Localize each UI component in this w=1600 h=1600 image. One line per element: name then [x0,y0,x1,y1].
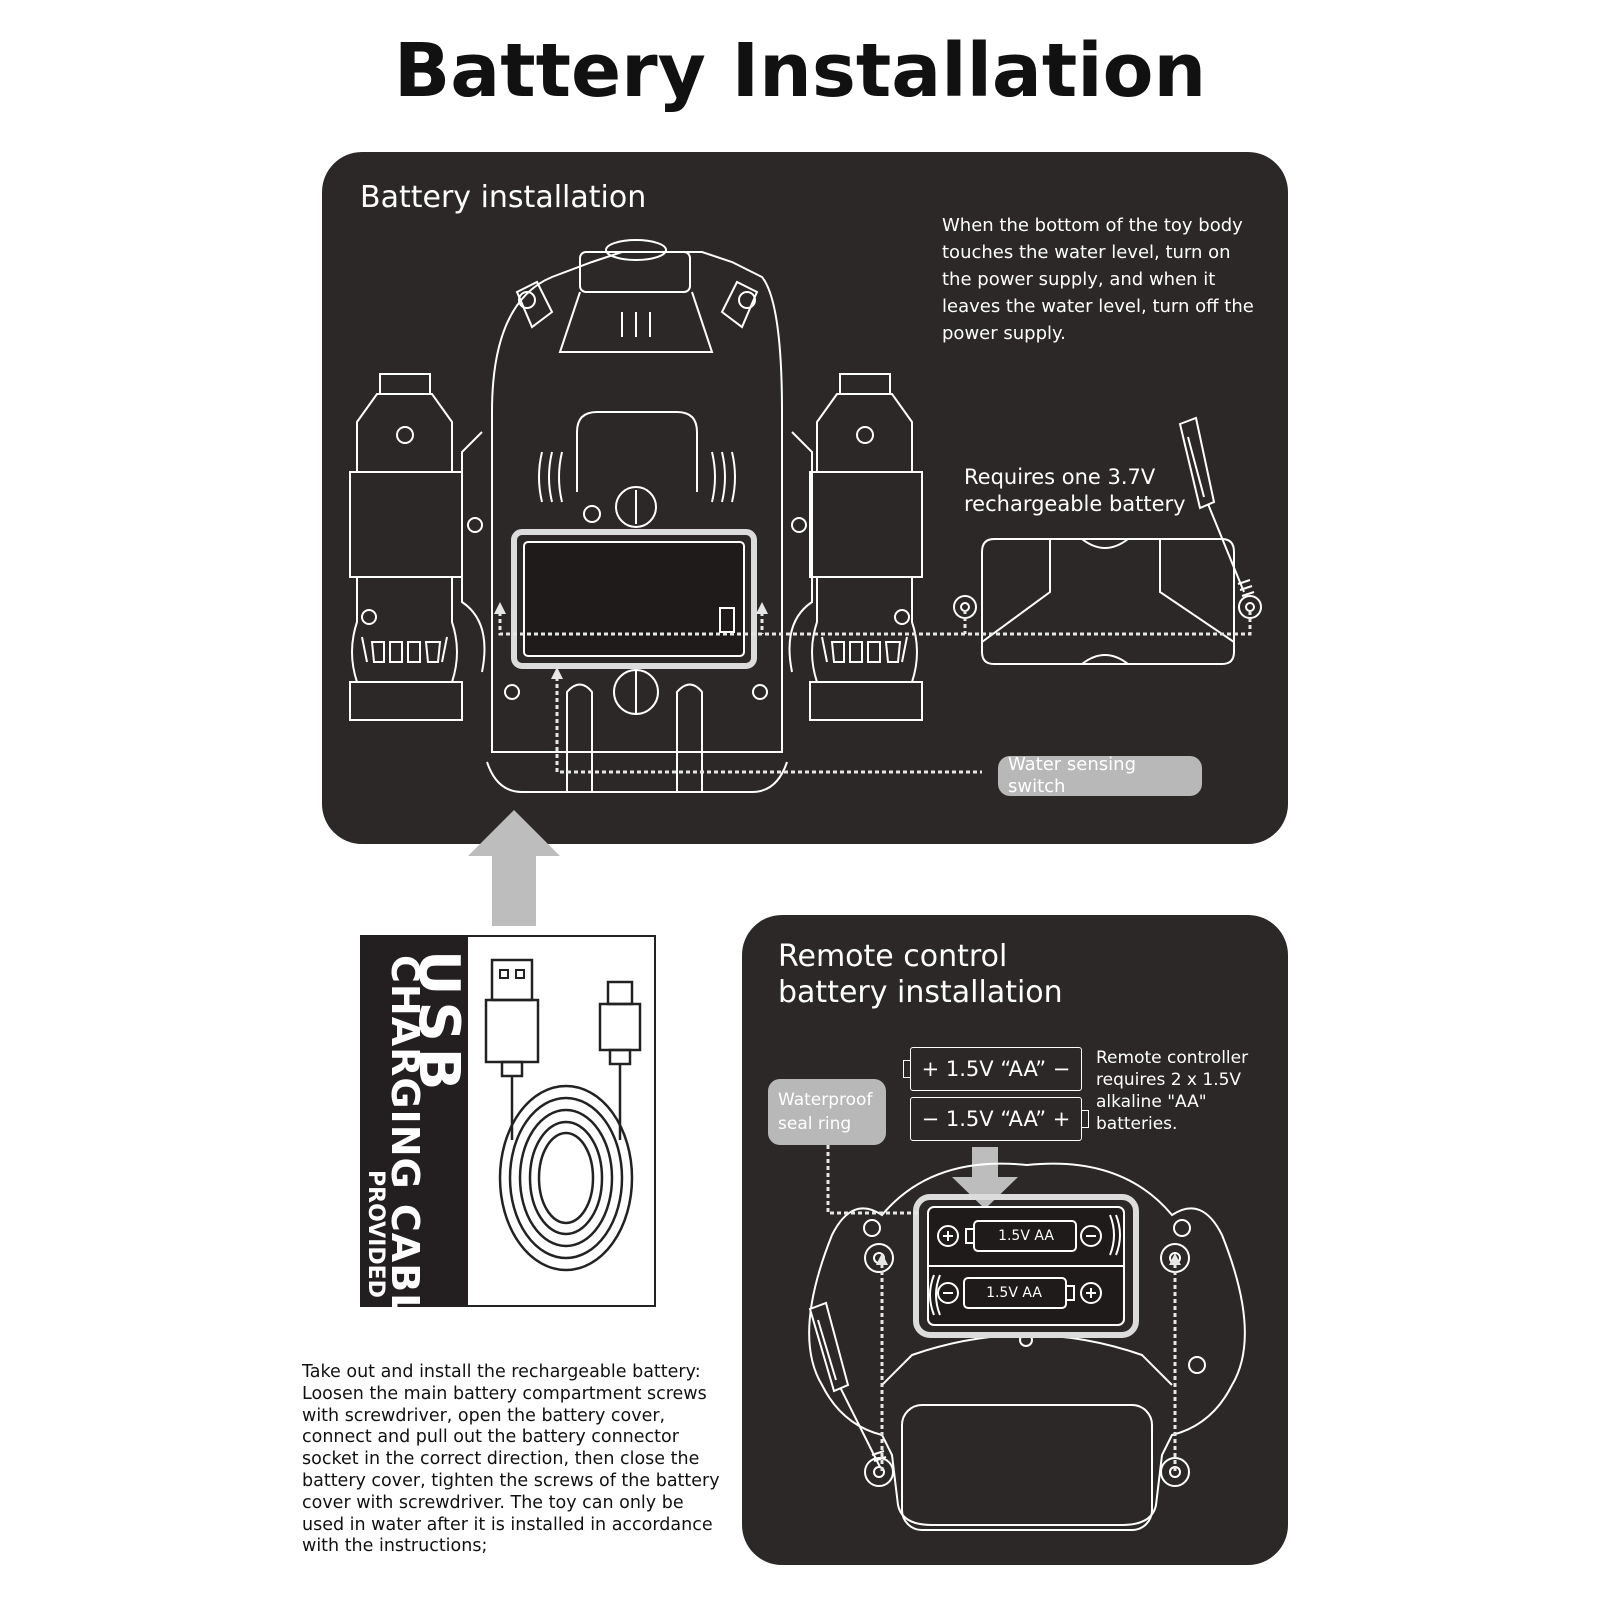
remote-note-line1: Remote controller [1096,1048,1249,1068]
page-title: Battery Installation [393,28,1207,114]
remote-note-line3: alkaline "AA" [1096,1092,1207,1112]
water-switch-guide-line [555,677,982,774]
remote-heading-line2: battery installation [778,975,1063,1010]
screwdriver-icon [1178,416,1255,597]
waterproof-seal-label: Waterproof seal ring [768,1079,886,1145]
usb-card-text-band [360,935,468,1307]
aa-battery-bottom-label: − 1.5V “AA” + [921,1107,1071,1131]
remote-note-line4: batteries. [1096,1114,1178,1134]
power-instruction-text: When the bottom of the toy body touches … [942,215,1254,344]
remote-heading-line1: Remote control [778,939,1008,974]
remote-battery-compartment [913,1194,1139,1338]
usb-charging-cable-label: CHARGING CABLE [383,955,427,1346]
remote-controller-illustration [808,1145,1246,1531]
battery-requirement-line2: rechargeable battery [964,492,1186,516]
water-sensing-switch-label: Water sensing switch [998,754,1202,797]
screw-guide-line [498,610,1252,636]
battery-compartment [511,529,757,669]
seal-label-line1: Waterproof [778,1090,873,1110]
remote-screwdriver-icon [808,1301,887,1468]
battery-installation-panel: Battery installation When the bottom of … [322,152,1288,844]
installation-instructions: Take out and install the rechargeable ba… [302,1362,720,1557]
seal-label-line2: seal ring [778,1114,852,1134]
cell-label-1: 1.5V AA [998,1228,1054,1244]
toy-boat-illustration [349,239,1262,793]
left-thruster [349,373,463,721]
aa-battery-top-label: + 1.5V “AA” − [921,1057,1071,1081]
remote-body-outline [808,1162,1246,1526]
remote-note-line2: requires 2 x 1.5V [1096,1070,1242,1090]
cell-label-2: 1.5V AA [986,1285,1042,1301]
battery-requirement-line1: Requires one 3.7V [964,465,1156,489]
aa-battery-bottom: − 1.5V “AA” + [910,1097,1089,1141]
up-arrow-icon [468,810,560,926]
usb-provided-label: PROVIDED [363,1170,388,1298]
battery-cover-illustration [953,538,1262,665]
remote-battery-panel: Remote control battery installation Remo… [742,915,1288,1565]
seal-guide-line [826,1145,918,1215]
usb-cable-icon [484,958,642,1272]
right-thruster [809,373,923,721]
aa-battery-top: + 1.5V “AA” − [903,1047,1082,1091]
down-arrow-icon [952,1147,1018,1209]
panel-heading: Battery installation [360,180,647,215]
